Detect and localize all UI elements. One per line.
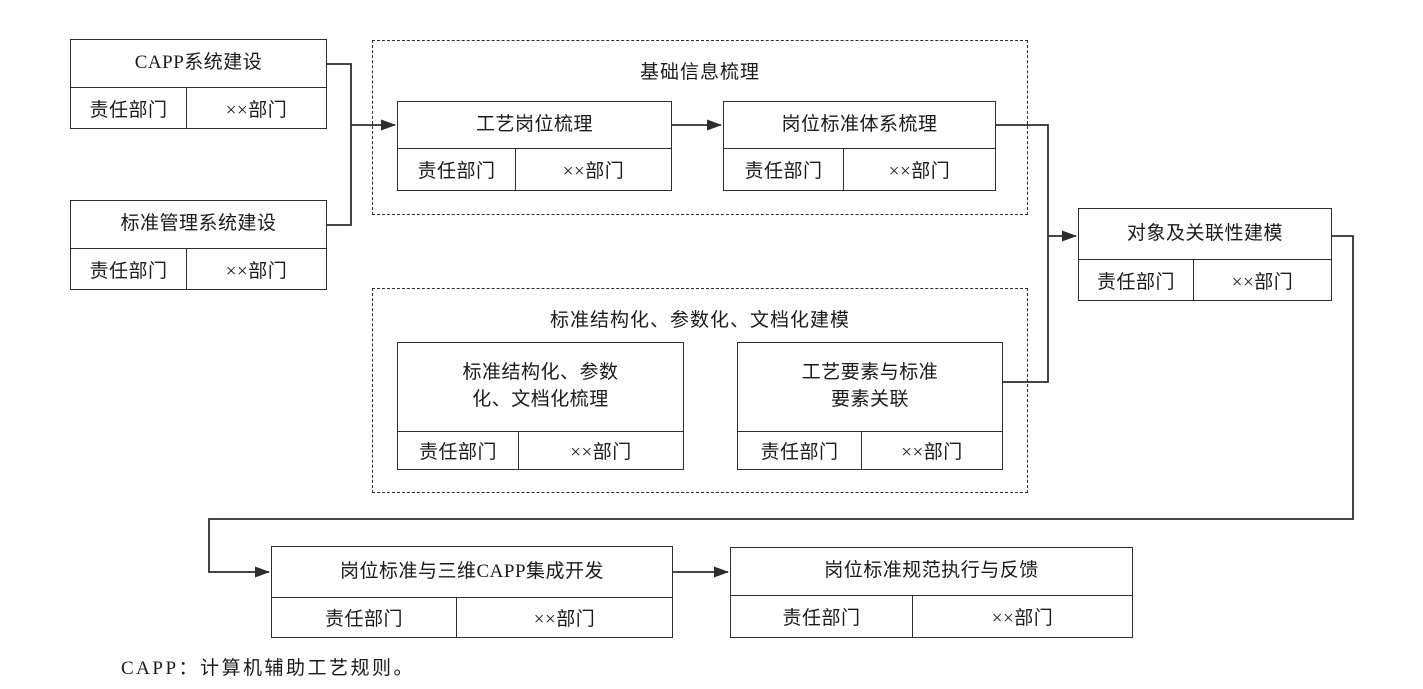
dept-label: 责任部门 bbox=[71, 249, 187, 289]
box-std-execution-title: 岗位标准规范执行与反馈 bbox=[731, 548, 1132, 596]
box-std-execution-dept-row: 责任部门 ××部门 bbox=[731, 596, 1132, 637]
dept-value: ××部门 bbox=[991, 608, 1054, 629]
box-object-modeling: 对象及关联性建模 责任部门 ××部门 bbox=[1078, 208, 1332, 301]
dept-label: 责任部门 bbox=[398, 432, 519, 469]
dept-value: ××部门 bbox=[1231, 271, 1294, 293]
box-post-std-system: 岗位标准体系梳理 责任部门 ××部门 bbox=[723, 101, 996, 191]
box-std-mgmt-system-title: 标准管理系统建设 bbox=[71, 201, 326, 249]
dept-value: ××部门 bbox=[901, 442, 963, 463]
box-capp-system: CAPP系统建设 责任部门 ××部门 bbox=[70, 39, 327, 129]
box-element-link-dept-row: 责任部门 ××部门 bbox=[738, 432, 1002, 469]
box-object-modeling-dept-row: 责任部门 ××部门 bbox=[1079, 260, 1331, 300]
dept-value: ××部门 bbox=[225, 99, 288, 121]
dept-value: ××部门 bbox=[888, 161, 951, 182]
box-capp-system-dept-row: 责任部门 ××部门 bbox=[71, 88, 326, 128]
connector-left-sources-merge bbox=[327, 63, 352, 226]
dept-label: 责任部门 bbox=[724, 149, 844, 190]
box-process-post-title: 工艺岗位梳理 bbox=[398, 102, 671, 149]
group-basic-info: 基础信息梳理 bbox=[372, 40, 1028, 215]
group-std-modeling: 标准结构化、参数化、文档化建模 bbox=[372, 288, 1028, 493]
box-post-std-system-dept-row: 责任部门 ××部门 bbox=[724, 149, 995, 190]
box-element-link: 工艺要素与标准 要素关联 责任部门 ××部门 bbox=[737, 342, 1003, 470]
group-std-modeling-title: 标准结构化、参数化、文档化建模 bbox=[549, 310, 850, 331]
connector-feedback-to-integration bbox=[208, 235, 1354, 578]
dept-label: 责任部门 bbox=[1079, 260, 1194, 300]
dept-value: ××部门 bbox=[570, 442, 632, 463]
dept-label: 责任部门 bbox=[272, 598, 457, 637]
box-capp-integration-title: 岗位标准与三维CAPP集成开发 bbox=[272, 547, 672, 598]
dept-label: 责任部门 bbox=[71, 88, 187, 128]
box-std-structuring-dept-row: 责任部门 ××部门 bbox=[398, 432, 683, 469]
box-std-mgmt-system: 标准管理系统建设 责任部门 ××部门 bbox=[70, 200, 327, 290]
box-object-modeling-title: 对象及关联性建模 bbox=[1079, 209, 1331, 260]
box-post-std-system-title: 岗位标准体系梳理 bbox=[724, 102, 995, 149]
box-std-structuring: 标准结构化、参数 化、文档化梳理 责任部门 ××部门 bbox=[397, 342, 684, 470]
group-basic-info-title: 基础信息梳理 bbox=[639, 62, 760, 83]
box-std-mgmt-system-dept-row: 责任部门 ××部门 bbox=[71, 249, 326, 289]
box-capp-integration: 岗位标准与三维CAPP集成开发 责任部门 ××部门 bbox=[271, 546, 673, 638]
dept-value: ××部门 bbox=[533, 609, 596, 630]
dept-value: ××部门 bbox=[225, 260, 288, 282]
footnote-capp-definition: CAPP：计算机辅助工艺规则。 bbox=[121, 658, 416, 679]
box-std-structuring-title: 标准结构化、参数 化、文档化梳理 bbox=[398, 343, 683, 432]
dept-value: ××部门 bbox=[562, 161, 625, 182]
box-capp-system-title: CAPP系统建设 bbox=[71, 40, 326, 88]
box-element-link-title: 工艺要素与标准 要素关联 bbox=[738, 343, 1002, 432]
box-process-post: 工艺岗位梳理 责任部门 ××部门 bbox=[397, 101, 672, 191]
dept-label: 责任部门 bbox=[731, 596, 913, 637]
box-capp-integration-dept-row: 责任部门 ××部门 bbox=[272, 598, 672, 637]
dept-label: 责任部门 bbox=[738, 432, 862, 469]
connector-right-outputs-merge bbox=[996, 124, 1049, 383]
box-std-execution: 岗位标准规范执行与反馈 责任部门 ××部门 bbox=[730, 547, 1133, 638]
box-process-post-dept-row: 责任部门 ××部门 bbox=[398, 149, 671, 190]
dept-label: 责任部门 bbox=[398, 149, 516, 190]
